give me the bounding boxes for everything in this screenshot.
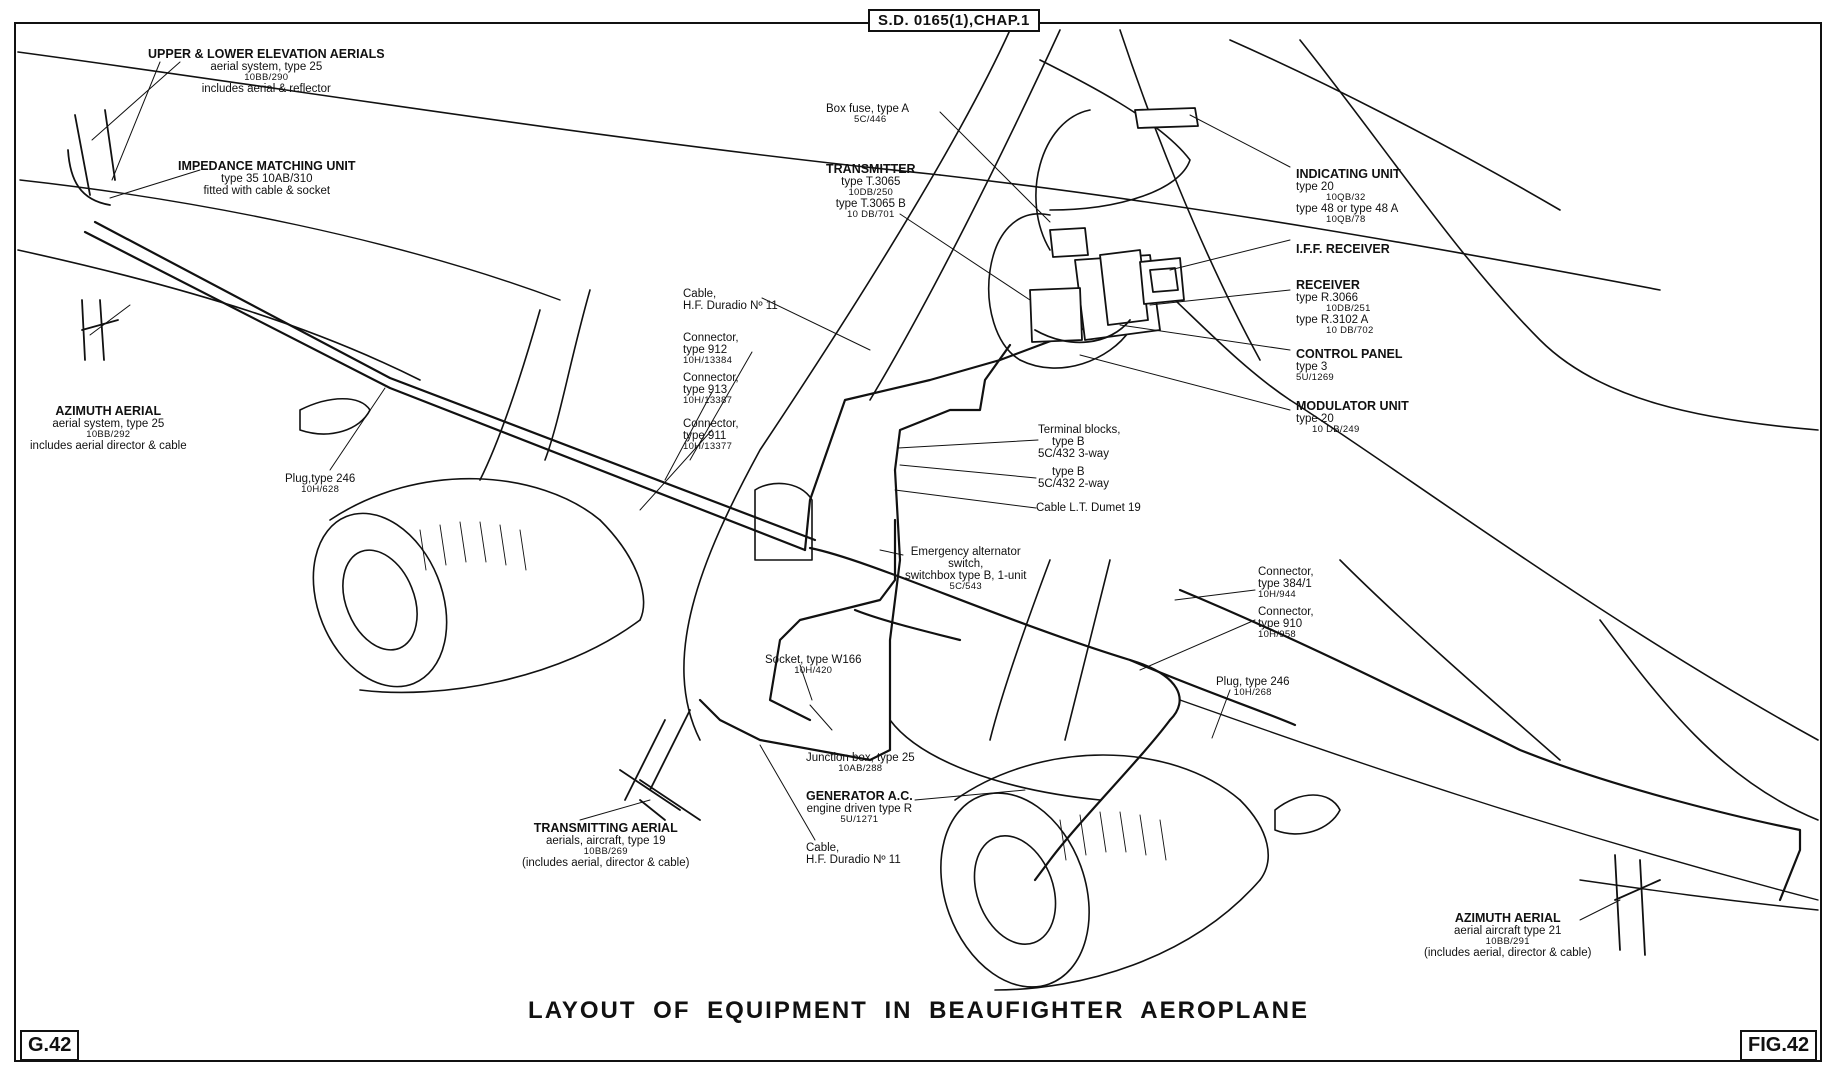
label-cable-hf-bottom: Cable, H.F. Duradio Nº 11 — [806, 842, 901, 867]
label-plug-246-left: Plug,type 246 10H/628 — [285, 473, 356, 496]
plate-number-right: FIG.42 — [1740, 1030, 1818, 1061]
label-terminal-blocks-3way: Terminal blocks, type B 5C/432 3-way — [1038, 424, 1121, 461]
label-modulator-unit: MODULATOR UNIT type 20 10 DB/249 — [1296, 399, 1409, 436]
left-engine — [299, 289, 645, 694]
label-elevation-aerials: UPPER & LOWER ELEVATION AERIALS aerial s… — [148, 47, 385, 96]
label-generator: GENERATOR A.C. engine driven type R 5U/1… — [806, 789, 913, 826]
label-transmitter: TRANSMITTER type T.3065 10DB/250 type T.… — [826, 162, 916, 221]
label-cable-hf-top: Cable, H.F. Duradio Nº 11 — [683, 288, 778, 313]
aerials — [67, 109, 1661, 956]
drawing-title: LAYOUT OF EQUIPMENT IN BEAUFIGHTER AEROP… — [528, 997, 1309, 1024]
plate-number-left: G.42 — [20, 1030, 80, 1061]
label-azimuth-aerial-right: AZIMUTH AERIAL aerial aircraft type 21 1… — [1424, 911, 1592, 960]
label-impedance-unit: IMPEDANCE MATCHING UNIT type 35 10AB/310… — [178, 159, 356, 198]
right-engine — [940, 559, 1341, 991]
label-connector-910: Connector, type 910 10H/958 — [1258, 606, 1314, 641]
label-connector-912: Connector, type 912 10H/13384 — [683, 332, 739, 367]
label-box-fuse: Box fuse, type A 5C/446 — [826, 103, 910, 126]
label-iff-receiver: I.F.F. RECEIVER — [1296, 242, 1390, 256]
label-receiver: RECEIVER type R.3066 10DB/251 type R.310… — [1296, 278, 1374, 337]
label-transmitting-aerial: TRANSMITTING AERIAL aerials, aircraft, t… — [522, 821, 690, 870]
label-cable-lt: Cable L.T. Dumet 19 — [1036, 502, 1141, 514]
label-socket-w166: Socket, type W166 10H/420 — [765, 654, 862, 677]
document-reference: S.D. 0165(1),CHAP.1 — [868, 9, 1040, 32]
cable-runs — [83, 220, 1802, 902]
label-azimuth-aerial-left: AZIMUTH AERIAL aerial system, type 25 10… — [30, 404, 187, 453]
airframe-outline — [17, 29, 1819, 821]
leader-lines — [89, 61, 1621, 921]
label-terminal-blocks-2way: type B 5C/432 2-way — [1038, 466, 1109, 491]
label-connector-911: Connector, type 911 10H/13377 — [683, 418, 739, 453]
equipment-boxes — [1029, 107, 1199, 344]
label-connector-384: Connector, type 384/1 10H/944 — [1258, 566, 1314, 601]
label-indicating-unit: INDICATING UNIT type 20 10QB/32 type 48 … — [1296, 167, 1401, 226]
label-control-panel: CONTROL PANEL type 3 5U/1269 — [1296, 347, 1403, 384]
label-connector-913: Connector, type 913 10H/13387 — [683, 372, 739, 407]
label-emergency-switch: Emergency alternator switch, switchbox t… — [905, 546, 1027, 593]
label-plug-246-right: Plug, type 246 10H/268 — [1216, 676, 1290, 699]
label-junction-box: Junction box, type 25 10AB/288 — [806, 752, 915, 775]
